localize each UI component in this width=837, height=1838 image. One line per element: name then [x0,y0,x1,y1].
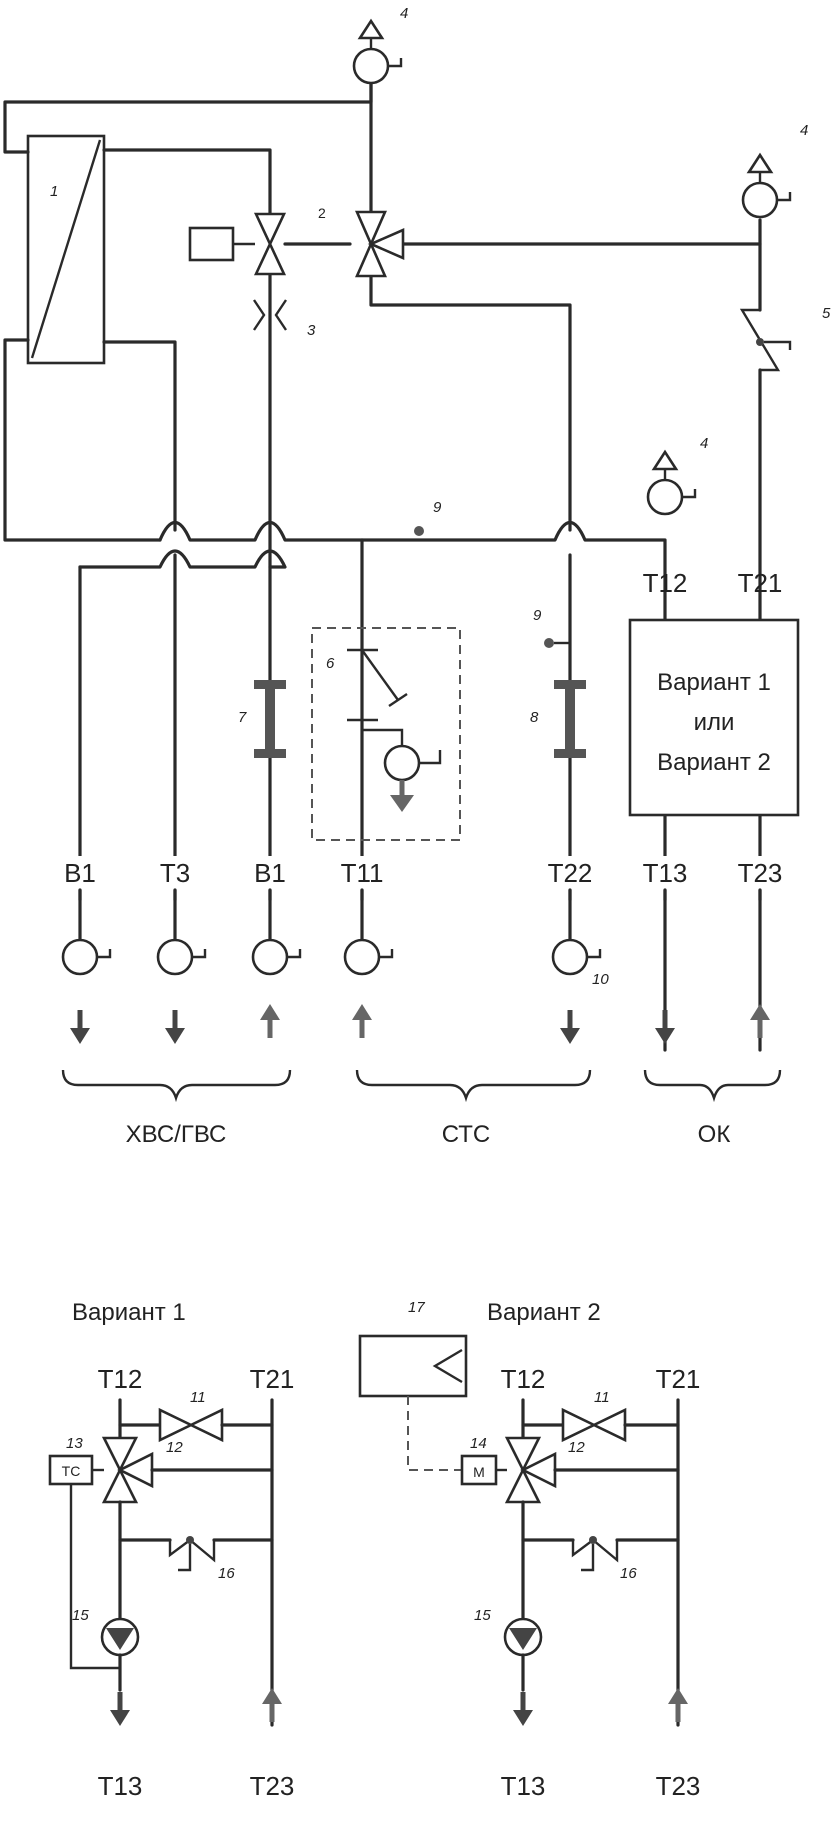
variant2-label-17: 17 [408,1299,425,1316]
sample-point-9a [414,526,424,536]
gauge-right [741,153,792,219]
safety-valve-6: 6 [326,648,442,812]
label-t12: T12 [643,568,688,598]
gauge-top [352,19,403,85]
variant2-scheme: Вариант 2 17 T12 T21 11 M 14 12 16 [358,1299,701,1801]
heat-exchanger-1: 1 [26,134,106,365]
actuator-box [188,226,235,262]
gauge-t22 [551,938,602,976]
variant2-t12: T12 [501,1364,546,1394]
label-t22: T22 [548,858,593,888]
label-6: 6 [326,655,335,672]
gauge-b1-right [251,938,302,976]
label-b1-right: B1 [254,858,286,888]
label-1: 1 [50,183,58,200]
variant-box-line3: Вариант 2 [657,749,771,776]
variant-box [628,618,800,817]
variant1-t21: T21 [250,1364,295,1394]
pipe-valve2-right [393,218,762,246]
label-3: 3 [307,322,316,339]
arrow-up-t23 [750,1004,770,1038]
gauge-middle [646,450,697,516]
header-line-2 [78,549,287,569]
brace-sts [355,1069,592,1103]
sample-point-9b [544,638,554,648]
variant1-label-16: 16 [218,1565,235,1582]
arrow-down-b1 [70,1010,90,1044]
variant1-t23: T23 [250,1771,295,1801]
label-t23: T23 [738,858,783,888]
gauge-b1-left [61,938,112,976]
label-10: 10 [592,971,609,988]
variant2-label-15: 15 [474,1607,491,1624]
variant-box-line2: или [694,709,735,736]
label-4b: 4 [800,122,808,139]
brace-ok [643,1069,782,1103]
variant2-t23: T23 [656,1771,701,1801]
variant1-tc-label: TC [62,1463,81,1479]
variant1-t12: T12 [98,1364,143,1394]
variant1-label-15: 15 [72,1607,89,1624]
variant1-label-13: 13 [66,1435,83,1452]
variant1-scheme: Вариант 1 T12 T21 11 12 TC 13 16 15 [48,1299,295,1801]
label-4a: 4 [400,5,408,22]
arrow-down-t22 [560,1010,580,1044]
variant2-label-16: 16 [620,1565,637,1582]
variant2-motor-label: M [473,1464,485,1480]
label-5: 5 [822,305,831,322]
three-way-valve-2: 2 [318,205,405,278]
arrow-up-t11 [352,1004,372,1038]
variant1-label-11: 11 [190,1389,206,1406]
check-valve-5: 5 [739,305,831,372]
group-label-ok: ОК [698,1121,731,1148]
variant2-t13: T13 [501,1771,546,1801]
label-t13: T13 [643,858,688,888]
group-label-hvs: ХВС/ГВС [126,1121,227,1148]
label-8: 8 [530,709,539,726]
pipe-valve-t22-top [369,260,572,532]
arrow-up-b1 [260,1004,280,1038]
arrow-down-t13 [655,1010,675,1044]
filter-7: 7 [238,680,286,758]
arrow-down-t3 [165,1010,185,1044]
pipe-exchanger-bottom [3,338,162,542]
variant-box-line1: Вариант 1 [657,669,771,696]
variant2-title: Вариант 2 [487,1299,601,1326]
variant1-label-12: 12 [166,1439,183,1456]
label-t3: T3 [160,858,190,888]
filter-8: 8 [530,680,586,758]
label-t21: T21 [738,568,783,598]
group-label-sts: СТС [442,1121,491,1148]
pipe-exchanger-t3 [102,340,177,532]
variant2-label-11: 11 [594,1389,610,1406]
label-9b: 9 [533,607,542,624]
variant2-controller-box [358,1334,468,1398]
label-t11: T11 [341,858,384,888]
gauge-t3 [156,938,207,976]
restrictor-3: 3 [253,299,316,339]
label-4c: 4 [700,435,708,452]
variant1-t13: T13 [98,1771,143,1801]
label-7: 7 [238,709,247,726]
header-line [158,520,667,622]
label-2: 2 [318,205,326,221]
variant1-title: Вариант 1 [72,1299,186,1326]
label-b1-left: B1 [64,858,96,888]
label-9a: 9 [433,499,442,516]
pipe-exchanger-to-valve2 [102,148,272,228]
variant2-label-14: 14 [470,1435,487,1452]
brace-hvs [61,1069,292,1103]
two-way-valve [253,212,287,276]
variant2-t21: T21 [656,1364,701,1394]
variant2-label-12: 12 [568,1439,585,1456]
exchanger-diagonal [30,139,102,359]
gauge-t11 [343,938,394,976]
